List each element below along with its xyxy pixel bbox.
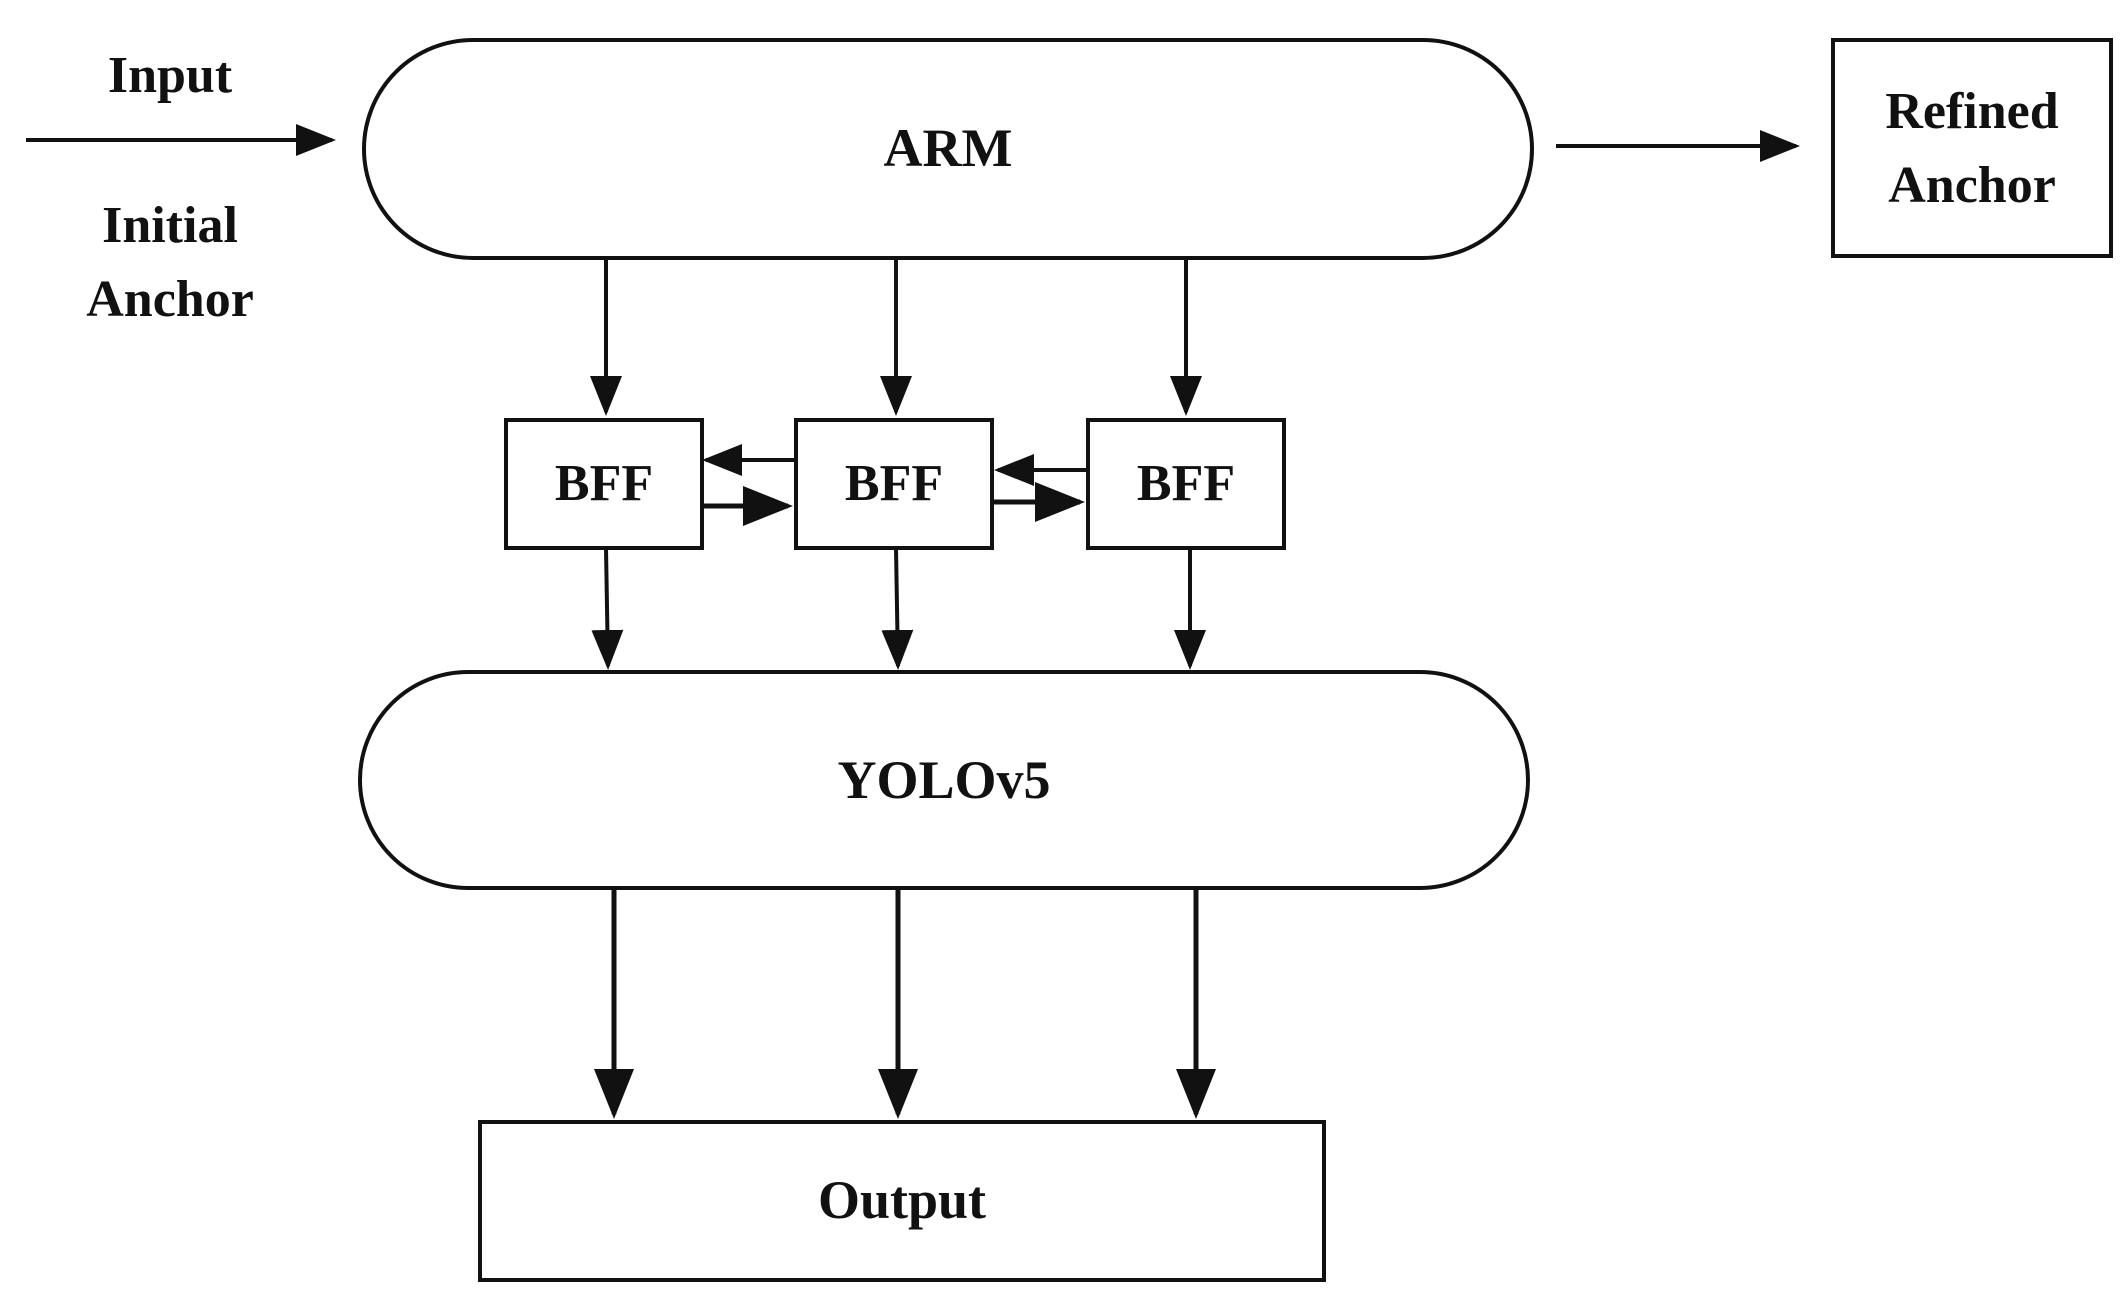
output-label: Output xyxy=(818,1170,986,1230)
initial-anchor-label-line2: Anchor xyxy=(86,271,254,328)
bff-left-label: BFF xyxy=(555,455,653,512)
bff-middle-to-yolo-arrow xyxy=(881,547,914,670)
bff-left-to-yolo-arrow xyxy=(591,547,624,670)
refined-anchor-label-line1: Refined xyxy=(1885,83,2058,140)
bff-right-box xyxy=(1086,418,1286,550)
input-label: Input xyxy=(108,47,233,104)
refined-anchor-label-line2: Anchor xyxy=(1888,157,2056,214)
bff-middle-box xyxy=(794,418,994,550)
refined-anchor-box xyxy=(1831,38,2113,258)
output-box xyxy=(478,1120,1326,1282)
arm-label: ARM xyxy=(884,118,1013,178)
bff-right-label: BFF xyxy=(1137,455,1235,512)
initial-anchor-label-line1: Initial xyxy=(102,197,238,254)
arm-node xyxy=(362,38,1534,260)
yolov5-label: YOLOv5 xyxy=(837,750,1050,810)
bff-middle-label: BFF xyxy=(845,455,943,512)
yolov5-node xyxy=(358,670,1530,890)
bff-left-box xyxy=(504,418,704,550)
